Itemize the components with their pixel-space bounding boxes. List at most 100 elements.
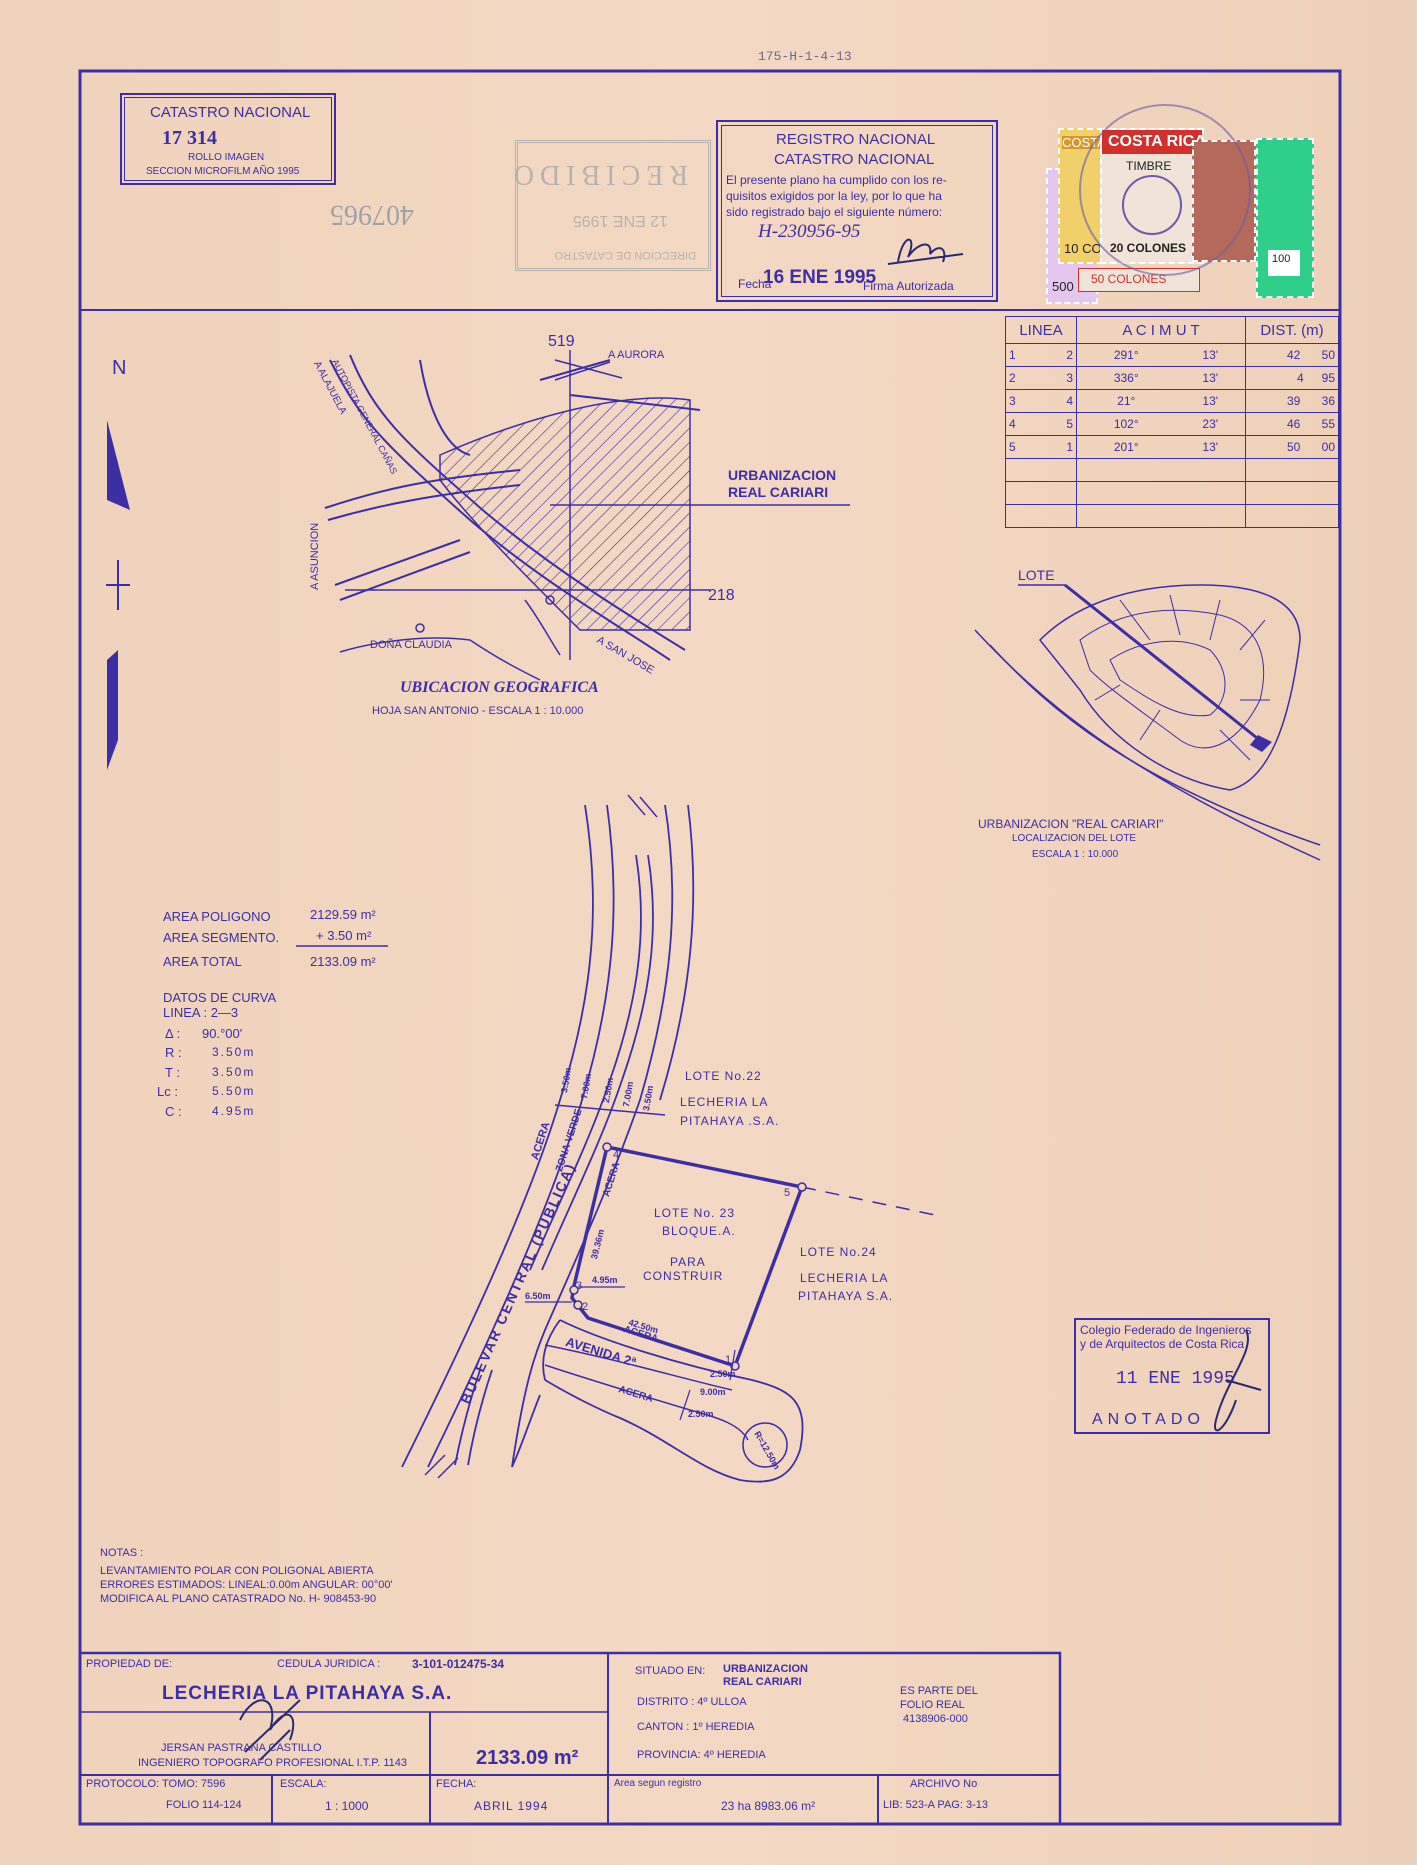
lot24-line2: LECHERIA LA bbox=[800, 1271, 889, 1285]
lot23-line4: CONSTRUIR bbox=[643, 1269, 724, 1283]
registro-fecha-label: Fecha bbox=[738, 277, 772, 291]
cell: 50 bbox=[1321, 348, 1335, 362]
surveyor-title: INGENIERO TOPOGRAFO PROFESIONAL I.T.P. 1… bbox=[138, 1757, 407, 1769]
cell: 95 bbox=[1321, 371, 1335, 385]
label-aurora: A AURORA bbox=[608, 349, 665, 361]
situado-1: URBANIZACION bbox=[723, 1663, 808, 1675]
location-map-drawing bbox=[324, 350, 850, 681]
label-real-cariari: REAL CARIARI bbox=[728, 484, 829, 500]
escala-value: 1 : 1000 bbox=[325, 1799, 369, 1813]
fecha-value: ABRIL 1994 bbox=[474, 1799, 549, 1813]
canton: CANTON : 1º HEREDIA bbox=[637, 1721, 755, 1733]
provincia: PROVINCIA: 4º HEREDIA bbox=[637, 1749, 766, 1761]
protocolo: PROTOCOLO: TOMO: 7596 bbox=[86, 1778, 226, 1790]
lot-map-caption2: LOCALIZACION DEL LOTE bbox=[1012, 833, 1137, 844]
catastro-line2: SECCION MICROFILM AÑO 1995 bbox=[146, 166, 300, 177]
registro-text1: El presente plano ha cumplido con los re… bbox=[726, 173, 947, 187]
notes-1: LEVANTAMIENTO POLAR CON POLIGONAL ABIERT… bbox=[100, 1565, 374, 1577]
area-poligono-label: AREA POLIGONO bbox=[163, 909, 271, 924]
col-dist: DIST. (m) bbox=[1245, 316, 1339, 344]
cell: 13' bbox=[1175, 343, 1246, 367]
cell: 201° bbox=[1076, 435, 1176, 459]
registro-title2: CATASTRO NACIONAL bbox=[774, 151, 935, 168]
point-3: 3 bbox=[576, 1280, 583, 1292]
area-segmento-label: AREA SEGMENTO. bbox=[163, 930, 280, 945]
parte-3: 4138906-000 bbox=[903, 1713, 968, 1725]
area-poligono: 2129.59 m² bbox=[310, 907, 376, 922]
lot24-line1: LOTE No.24 bbox=[800, 1245, 877, 1259]
lot-map-caption1: URBANIZACION "REAL CARIARI" bbox=[978, 817, 1164, 831]
stamp-costa-rica: COSTA RICA bbox=[1108, 133, 1206, 150]
curve-delta-label: Δ : bbox=[165, 1026, 181, 1041]
notes-2: ERRORES ESTIMADOS: LINEAL:0.00m ANGULAR:… bbox=[100, 1579, 393, 1591]
cell: 00 bbox=[1321, 440, 1335, 454]
catastro-box: CATASTRO NACIONAL 17 314 ROLLO IMAGEN SE… bbox=[120, 93, 336, 185]
registro-fecha: 16 ENE 1995 bbox=[763, 267, 877, 288]
cell: 4 bbox=[1297, 371, 1304, 385]
registro-text2: quisitos exigidos por la ley, por lo que… bbox=[726, 189, 942, 203]
location-map-title: UBICACION GEOGRAFICA bbox=[400, 679, 599, 696]
escala-label: ESCALA: bbox=[280, 1778, 327, 1790]
cell: 13' bbox=[1175, 366, 1246, 390]
stamp-timbre: TIMBRE bbox=[1126, 159, 1172, 173]
curve-r-label: R : bbox=[165, 1045, 182, 1060]
dim-250-avenida-b: 2.50m bbox=[688, 1409, 714, 1419]
dim-900: 9.00m bbox=[700, 1387, 726, 1397]
stamp-50-colones: 50 COLONES bbox=[1091, 272, 1167, 286]
colegio-stamp: Colegio Federado de Ingenieros y de Arqu… bbox=[1074, 1318, 1270, 1434]
area-underline bbox=[296, 945, 388, 947]
title-area: 2133.09 m² bbox=[476, 1747, 579, 1769]
parte-2: FOLIO REAL bbox=[900, 1699, 965, 1711]
cedula-label: CEDULA JURIDICA : bbox=[277, 1658, 381, 1670]
lot22-line1: LOTE No.22 bbox=[685, 1069, 762, 1083]
cell: 13' bbox=[1175, 435, 1246, 459]
cell: 46 bbox=[1287, 417, 1301, 431]
label-urbanizacion: URBANIZACION bbox=[728, 467, 837, 483]
location-map-subtitle: HOJA SAN ANTONIO - ESCALA 1 : 10.000 bbox=[372, 705, 584, 717]
registro-signature bbox=[887, 238, 964, 265]
stamp-100: 100 bbox=[1272, 253, 1291, 265]
lot24-line3: PITAHAYA S.A. bbox=[798, 1289, 894, 1303]
propiedad-label: PROPIEDAD DE: bbox=[86, 1658, 173, 1670]
stamp-red: COSTA RICA TIMBRE 20 COLONES bbox=[1100, 128, 1206, 264]
area-registro: 23 ha 8983.06 m² bbox=[721, 1799, 816, 1813]
cell: 42 bbox=[1287, 348, 1301, 362]
area-registro-label: Area segun registro bbox=[614, 1778, 702, 1789]
registro-title1: REGISTRO NACIONAL bbox=[776, 131, 936, 148]
point-4: 4 bbox=[613, 1149, 620, 1161]
cell: 291° bbox=[1076, 343, 1176, 367]
label-dona-claudia: DOÑA CLAUDIA bbox=[370, 639, 452, 651]
catastro-line1: ROLLO IMAGEN bbox=[188, 152, 265, 163]
stamp-cancel-circle bbox=[1079, 104, 1251, 276]
cell: 1 bbox=[1009, 348, 1016, 362]
lot-map-caption3: ESCALA 1 : 10.000 bbox=[1032, 849, 1119, 860]
parte-1: ES PARTE DEL bbox=[900, 1685, 978, 1697]
fecha-label: FECHA: bbox=[436, 1778, 477, 1790]
cell: 55 bbox=[1321, 417, 1335, 431]
plan-number: H-230956-95 bbox=[758, 221, 861, 242]
registro-firma-label: Firma Autorizada bbox=[863, 279, 954, 293]
archivo-value: LIB: 523-A PAG: 3-13 bbox=[883, 1799, 988, 1811]
lot-location-drawing bbox=[974, 583, 1321, 861]
lot22-line3: PITAHAYA .S.A. bbox=[680, 1114, 780, 1128]
stamp-green: 100 bbox=[1256, 138, 1314, 298]
stamp-20-colones: 20 COLONES bbox=[1110, 241, 1187, 255]
cell: 39 bbox=[1287, 394, 1301, 408]
cell: 4 bbox=[1009, 417, 1016, 431]
stamp-50: 50 COLONES bbox=[1078, 268, 1200, 292]
lot-label: LOTE bbox=[1018, 567, 1055, 583]
notes-title: NOTAS : bbox=[100, 1547, 144, 1559]
colegio-word: ANOTADO bbox=[1092, 1411, 1205, 1428]
curve-linea: LINEA : 2—3 bbox=[163, 1005, 239, 1020]
cell: 2 bbox=[1009, 371, 1016, 385]
curve-c: 4.95m bbox=[212, 1104, 256, 1118]
stamp-10co: 10 CO bbox=[1064, 241, 1102, 256]
cell: 23' bbox=[1175, 412, 1246, 436]
cell: 3 bbox=[1009, 394, 1016, 408]
cell: 1 bbox=[1066, 440, 1073, 454]
col-acimut: A C I M U T bbox=[1076, 316, 1246, 344]
